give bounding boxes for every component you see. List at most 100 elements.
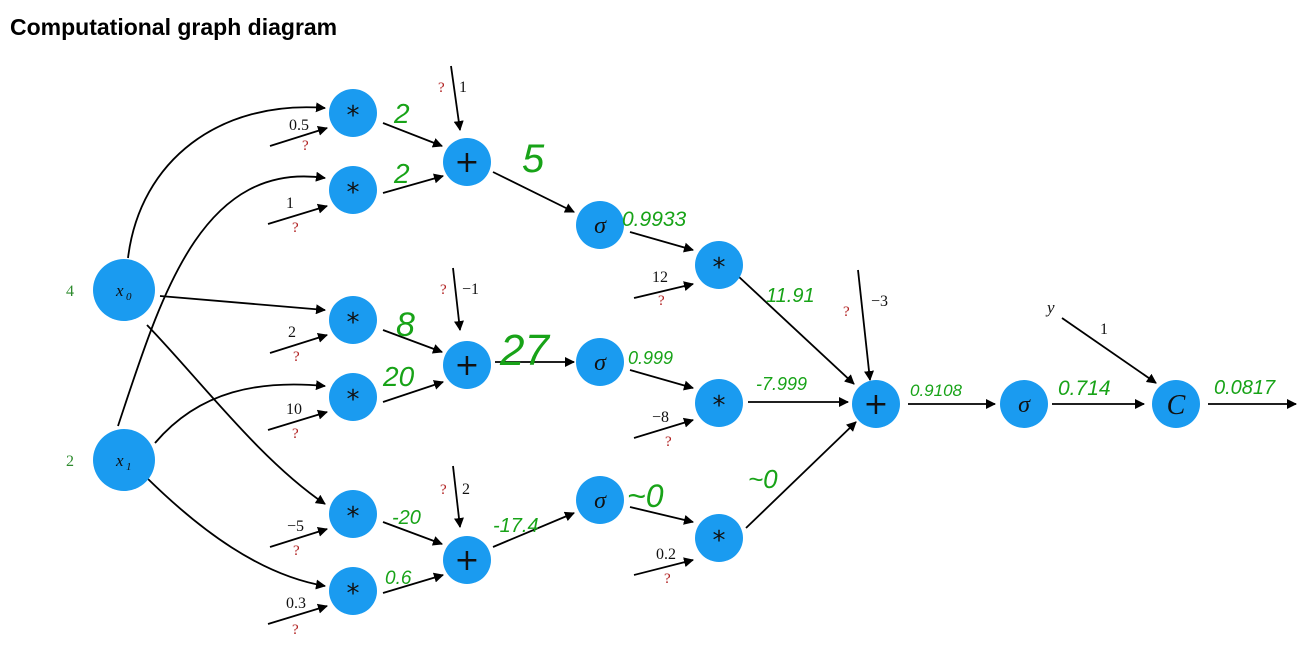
- svg-text:C: C: [1167, 390, 1186, 421]
- value-s1: 0.9933: [622, 208, 687, 231]
- mul2-node-3: *: [695, 514, 743, 562]
- edge-b2: [452, 267, 464, 331]
- edge-w5: [269, 526, 328, 548]
- edge-x1-m6: [146, 477, 326, 590]
- mul-node-5: *: [329, 490, 377, 538]
- edge-b3: [452, 465, 464, 528]
- value-a3: -17.4: [493, 515, 539, 537]
- mul2-node-2: *: [695, 379, 743, 427]
- unknown-gradient-marks: ? ? ? ? ? ? ? ? ? ? ? ? ?: [292, 80, 850, 638]
- svg-text:?: ?: [843, 304, 850, 320]
- edge-m5-a3: [382, 521, 443, 546]
- svg-text:x: x: [115, 281, 124, 300]
- edge-s1-p1: [629, 231, 694, 253]
- value-s2: 0.999: [628, 348, 673, 368]
- svg-text:+: +: [454, 145, 479, 180]
- svg-text:+: +: [454, 543, 479, 578]
- edge-m6-a3: [382, 572, 444, 594]
- svg-text:*: *: [347, 579, 360, 609]
- edge-v2: [633, 417, 694, 439]
- value-p1: 11.91: [766, 285, 815, 307]
- svg-text:+: +: [454, 348, 479, 383]
- value-a1: 5: [522, 137, 545, 181]
- target-label: y: [1045, 298, 1055, 317]
- mul-node-3: *: [329, 296, 377, 344]
- edge-w2: [267, 203, 328, 225]
- add-node-3: +: [443, 536, 491, 584]
- edge-x0-m3: [159, 295, 326, 315]
- value-m1: 2: [393, 98, 410, 129]
- edge-w3: [269, 332, 328, 354]
- svg-text:?: ?: [658, 293, 665, 309]
- edge-b1: [450, 65, 464, 131]
- svg-text:*: *: [347, 101, 360, 131]
- svg-text:σ: σ: [594, 350, 607, 376]
- svg-text:?: ?: [438, 80, 445, 96]
- weight-labels: 0.5 1 2 10 −5 0.3 1 −1 2 12 −8 0.2 −3 1: [286, 79, 1108, 612]
- svg-text:1: 1: [126, 461, 132, 473]
- mul-node-4: *: [329, 373, 377, 421]
- edge-a1-s1: [492, 171, 575, 213]
- svg-text:*: *: [713, 253, 726, 283]
- input-node-x0: x 0: [93, 259, 155, 321]
- edge-s2-p2: [629, 369, 694, 391]
- svg-text:?: ?: [292, 426, 299, 442]
- edge-w1: [269, 125, 328, 147]
- value-m2: 2: [393, 158, 410, 189]
- sigma-node-3: σ: [576, 476, 624, 524]
- sigma-node-4: σ: [1000, 380, 1048, 428]
- weight-v2: −8: [652, 409, 669, 426]
- weight-w5: −5: [287, 518, 304, 535]
- weight-w1: 0.5: [289, 117, 309, 134]
- weight-y: 1: [1100, 321, 1108, 338]
- edge-w4: [267, 409, 328, 431]
- svg-text:*: *: [347, 178, 360, 208]
- add-node-2: +: [443, 341, 491, 389]
- cost-node: C: [1152, 380, 1200, 428]
- edge-m3-a2: [382, 329, 443, 354]
- svg-text:?: ?: [293, 349, 300, 365]
- page-title: Computational graph diagram: [10, 14, 338, 40]
- mul-node-1: *: [329, 89, 377, 137]
- svg-text:*: *: [347, 308, 360, 338]
- bias-b1: 1: [459, 79, 467, 96]
- edge-y-cost: [1061, 317, 1157, 384]
- edge-x0-m5: [146, 324, 326, 505]
- value-p3: ~0: [748, 464, 778, 494]
- svg-text:?: ?: [665, 434, 672, 450]
- edge-p3-a4: [745, 421, 857, 529]
- bias-b2: −1: [462, 281, 479, 298]
- edge-s3-p3: [629, 506, 694, 525]
- svg-text:?: ?: [440, 482, 447, 498]
- edge-m1-a1: [382, 122, 443, 148]
- value-m4: 20: [382, 361, 415, 392]
- value-s4: 0.714: [1058, 377, 1111, 400]
- weight-w4: 10: [286, 401, 302, 418]
- edge-m2-a1: [382, 173, 444, 194]
- sigma-node-1: σ: [576, 201, 624, 249]
- svg-text:σ: σ: [594, 488, 607, 514]
- bias-b3: 2: [462, 481, 470, 498]
- mul-node-2: *: [329, 166, 377, 214]
- svg-text:?: ?: [440, 282, 447, 298]
- value-s3: ~0: [627, 478, 664, 514]
- weight-w6: 0.3: [286, 595, 306, 612]
- edge-c: [857, 269, 874, 381]
- svg-text:*: *: [347, 502, 360, 532]
- svg-text:*: *: [713, 526, 726, 556]
- x0-value: 4: [66, 283, 74, 300]
- edge-x1-m2: [117, 171, 326, 427]
- value-a2: 27: [499, 326, 550, 375]
- weight-v3: 0.2: [656, 546, 676, 563]
- svg-text:x: x: [115, 451, 124, 470]
- svg-text:*: *: [347, 385, 360, 415]
- edge-x1-m4: [154, 380, 326, 444]
- edge-x0-m1: [127, 102, 326, 259]
- sigma-node-2: σ: [576, 338, 624, 386]
- edge-m4-a2: [382, 380, 444, 403]
- edge-w6: [267, 603, 328, 625]
- edge-a3-s3: [492, 511, 575, 548]
- svg-text:?: ?: [302, 138, 309, 154]
- edge-v3: [633, 557, 694, 576]
- add-node-1: +: [443, 138, 491, 186]
